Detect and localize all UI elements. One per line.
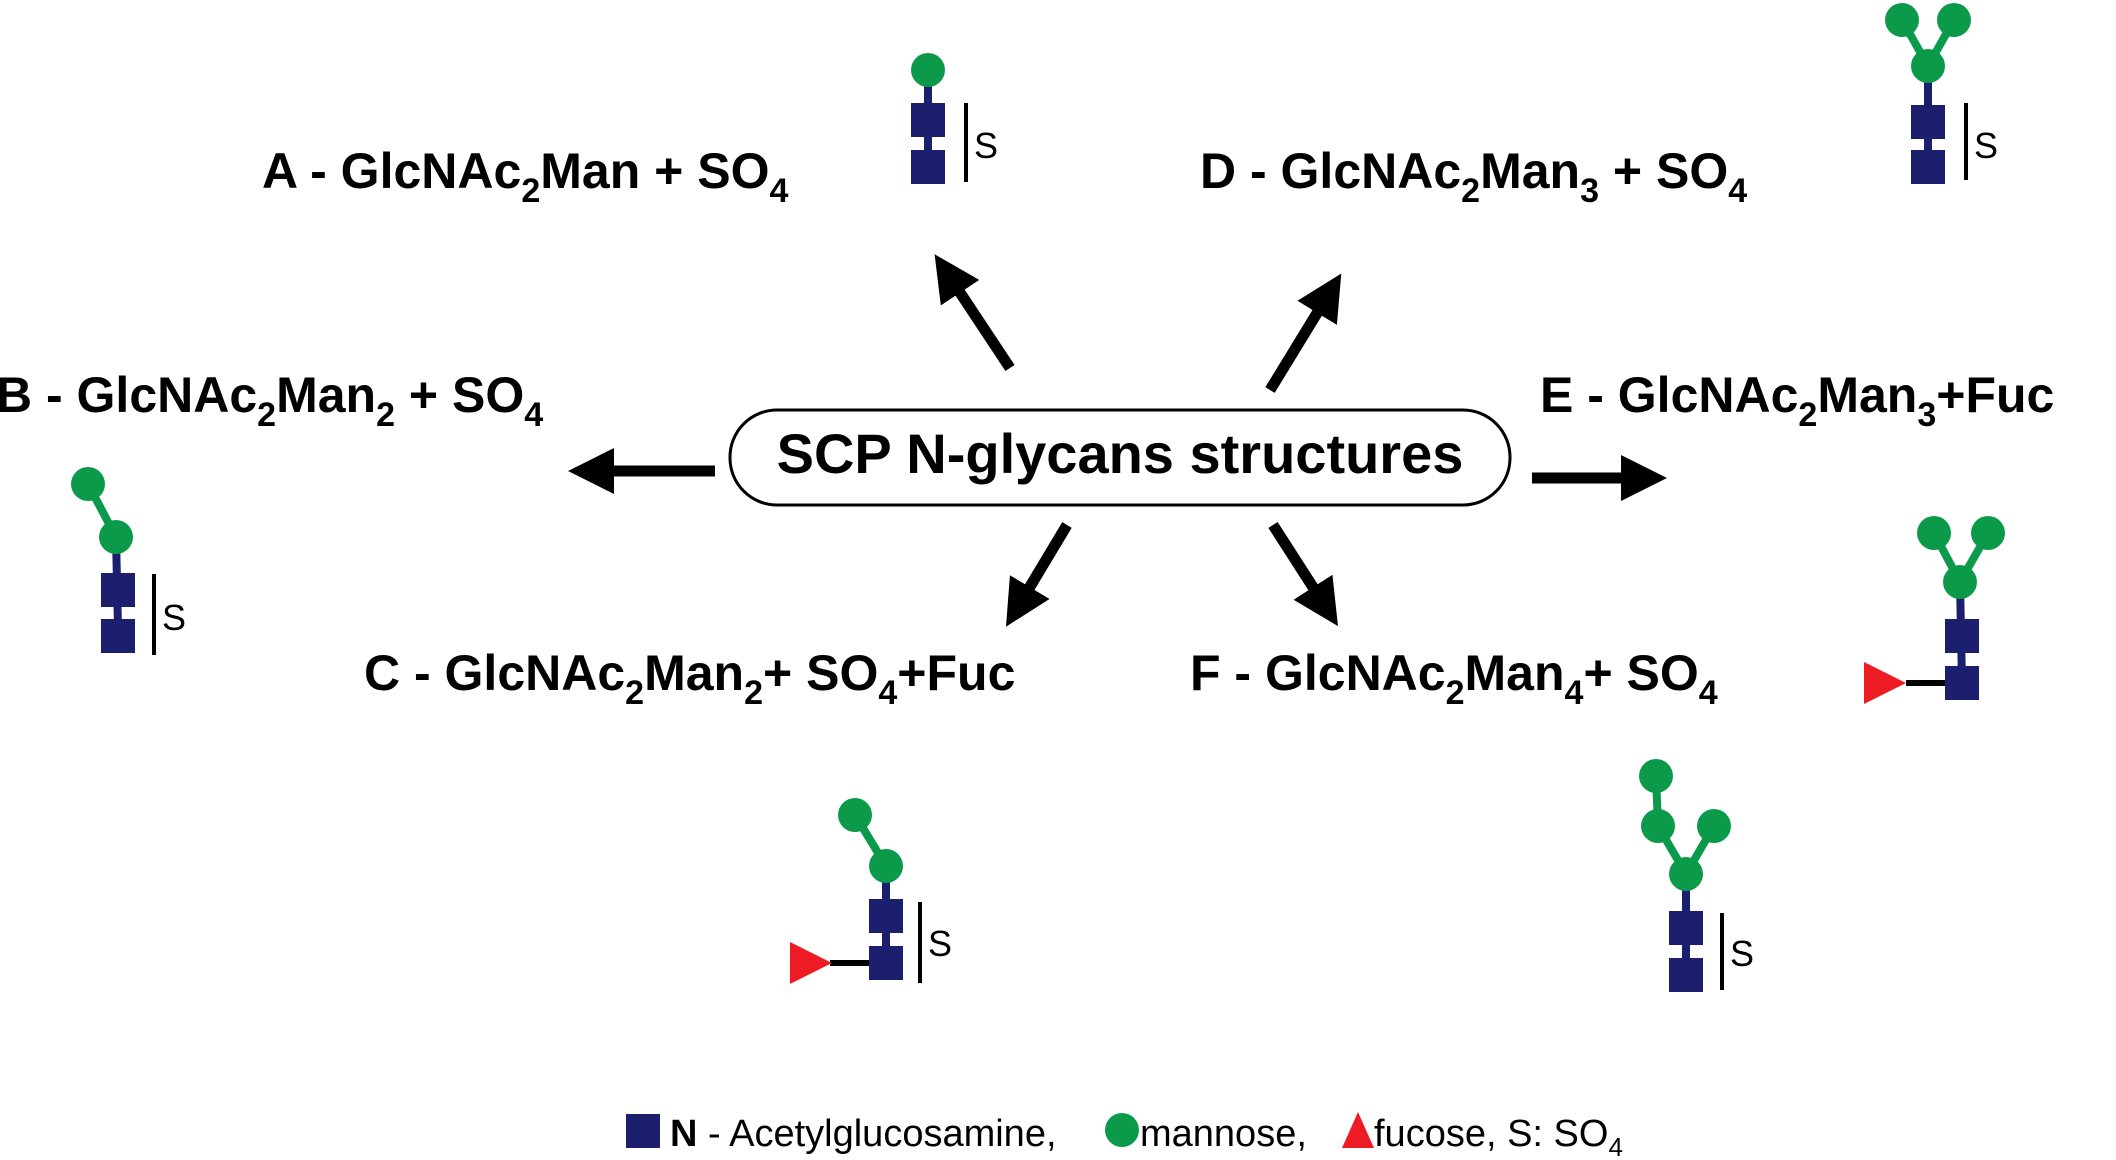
glcnac-icon bbox=[911, 103, 945, 137]
glycan-f: S bbox=[1639, 759, 1754, 992]
mannose-icon bbox=[99, 520, 133, 554]
glcnac-icon bbox=[1911, 150, 1945, 184]
sulfate-label: S bbox=[1730, 933, 1754, 974]
mannose-icon bbox=[1971, 516, 2005, 550]
glycan-d: S bbox=[1885, 3, 1998, 184]
glcnac-icon bbox=[1669, 958, 1703, 992]
center-node: SCP N-glycans structures bbox=[728, 408, 1512, 507]
mannose-icon bbox=[1639, 759, 1673, 793]
mannose-icon bbox=[1943, 565, 1977, 599]
sulfate-label: S bbox=[1974, 125, 1998, 166]
legend-fucose: fucose, S: SO4 bbox=[1374, 1113, 1623, 1160]
label-f: F - GlcNAc2Man4+ SO4 bbox=[1190, 645, 1718, 712]
mannose-icon bbox=[1669, 857, 1703, 891]
legend-mannose: mannose, bbox=[1140, 1113, 1307, 1155]
mannose-icon bbox=[1911, 49, 1945, 83]
fucose-legend-icon bbox=[1342, 1112, 1374, 1148]
glcnac-icon bbox=[1911, 105, 1945, 139]
legend: N - Acetylglucosamine, mannose, fucose, … bbox=[626, 1112, 1623, 1160]
center-box bbox=[728, 408, 1512, 507]
glycan-c: S bbox=[790, 798, 952, 984]
fucose-icon bbox=[1864, 662, 1906, 704]
glcnac-icon bbox=[869, 946, 903, 980]
arrow-to-f bbox=[1268, 522, 1338, 627]
label-a: A - GlcNAc2Man + SO4 bbox=[262, 143, 788, 210]
glcnac-icon bbox=[101, 619, 135, 653]
mannose-icon bbox=[1641, 809, 1675, 843]
mannose-icon bbox=[1697, 809, 1731, 843]
mannose-icon bbox=[1917, 516, 1951, 550]
glycan-a: S bbox=[911, 53, 998, 184]
mannose-icon bbox=[838, 798, 872, 832]
fucose-icon bbox=[790, 942, 832, 984]
glcnac-legend-icon bbox=[626, 1114, 660, 1148]
glcnac-icon bbox=[1669, 911, 1703, 945]
arrow-to-d bbox=[1265, 273, 1342, 393]
sulfate-label: S bbox=[162, 597, 186, 638]
arrows bbox=[568, 254, 1667, 627]
label-d: D - GlcNAc2Man3 + SO4 bbox=[1200, 143, 1747, 210]
mannose-legend-icon bbox=[1105, 1113, 1139, 1147]
label-b: B - GlcNAc2Man2 + SO4 bbox=[0, 367, 543, 434]
mannose-icon bbox=[71, 467, 105, 501]
glcnac-icon bbox=[1945, 666, 1979, 700]
glcnac-icon bbox=[1945, 619, 1979, 653]
mannose-icon bbox=[1937, 3, 1971, 37]
glycan-b: S bbox=[71, 467, 186, 655]
sulfate-label: S bbox=[974, 125, 998, 166]
label-e: E - GlcNAc2Man3+Fuc bbox=[1540, 367, 2054, 434]
sulfate-label: S bbox=[928, 923, 952, 964]
glcnac-icon bbox=[869, 899, 903, 933]
label-c: C - GlcNAc2Man2+ SO4+Fuc bbox=[364, 645, 1015, 712]
legend-glcnac: N - Acetylglucosamine, bbox=[670, 1113, 1057, 1155]
glcnac-icon bbox=[101, 573, 135, 607]
center-label: SCP N-glycans structures bbox=[777, 422, 1464, 485]
mannose-icon bbox=[1885, 3, 1919, 37]
arrow-to-a bbox=[934, 254, 1015, 372]
glcnac-icon bbox=[911, 150, 945, 184]
mannose-icon bbox=[911, 53, 945, 87]
arrow-to-c bbox=[1005, 522, 1072, 627]
glycan-e bbox=[1864, 516, 2005, 704]
mannose-icon bbox=[869, 849, 903, 883]
